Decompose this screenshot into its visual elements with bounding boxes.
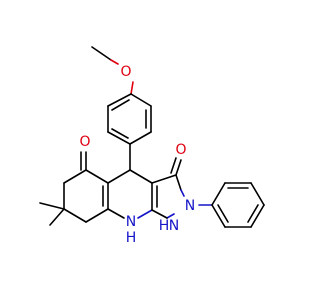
atom-o-pyrazolone: O (175, 142, 186, 158)
methoxyphenyl-ring (107, 93, 152, 145)
atom-n-pyrazole: N (185, 198, 195, 214)
atom-nh-ring-symbol: N (169, 218, 179, 234)
atom-o-pyrazolone-symbol: O (175, 142, 186, 158)
atom-nh-ring: N H (159, 218, 180, 234)
methoxy-group (91, 46, 134, 95)
fused-ring-system (39, 143, 185, 226)
atom-o-methoxy-symbol: O (120, 64, 131, 80)
atom-nh-bridge-hydrogen: H (126, 230, 137, 246)
atom-o-ketone: O (79, 134, 90, 150)
atom-n-pyrazole-symbol: N (185, 198, 195, 214)
atom-o-ketone-symbol: O (79, 134, 90, 150)
phenyl-ring (198, 182, 265, 228)
atom-nh-ring-hydrogen: H (159, 218, 170, 234)
atom-o-methoxy: O (120, 64, 131, 80)
molecule-structure-diagram: O O O N N H N H (39, 46, 265, 246)
atom-nh-bridge-symbol: N (126, 214, 136, 230)
atom-nh-bridge: N H (126, 214, 137, 246)
